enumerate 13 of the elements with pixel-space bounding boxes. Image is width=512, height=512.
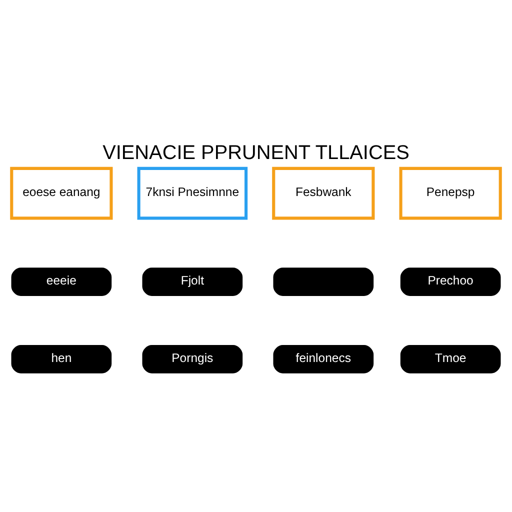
node-box: Penepsp [399, 166, 502, 220]
node-box: Tmoe [400, 344, 501, 373]
node-box: eoese eanang [10, 166, 113, 220]
node-box: feinlonecs [273, 344, 374, 373]
node-box: hen [11, 344, 112, 373]
node-box: eeeie [11, 267, 112, 296]
diagram-title: VIENACIE PPRUNENT TLLAICES [102, 142, 410, 164]
node-box: Prechoo [400, 267, 501, 296]
node-box: Porngis [142, 344, 243, 373]
node-box: Fesbwank [272, 166, 375, 220]
node-box: 7knsi Pnesimnne [137, 166, 248, 220]
node-box [273, 267, 374, 296]
node-box: Fjolt [142, 267, 243, 296]
